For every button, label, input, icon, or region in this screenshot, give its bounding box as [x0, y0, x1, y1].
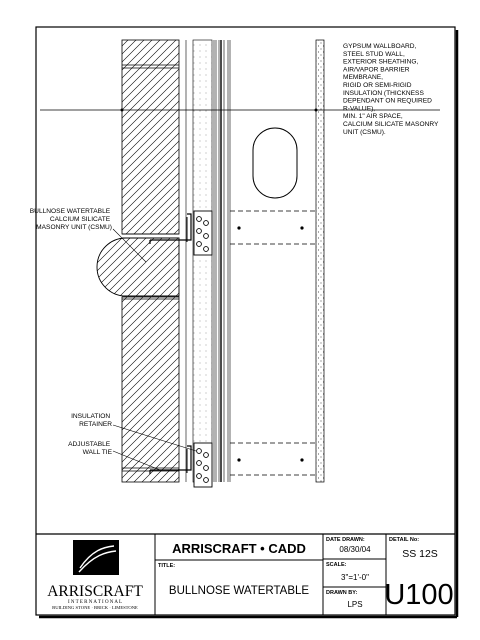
leader-wall-tie: [112, 450, 161, 471]
rigid-insulation: [192, 39, 213, 483]
drawn-by: LPS: [347, 600, 362, 609]
wall-tie-label: ADJUSTABLE WALL TIE: [68, 441, 112, 456]
sheet-border: [35, 26, 456, 616]
screw-symbol: [300, 226, 304, 230]
detail-code: SS 12S: [402, 548, 438, 560]
materials-note: GYPSUM WALLBOARD, STEEL STUD WALL, EXTER…: [343, 43, 440, 136]
drawing-title: BULLNOSE WATERTABLE: [169, 585, 309, 597]
screw-symbol: [237, 458, 241, 462]
detail-number: U100: [384, 579, 453, 611]
title-block: ARRISCRAFT I N T E R N A T I O N A L BUI…: [36, 533, 455, 615]
screw-symbol: [300, 458, 304, 462]
detail-field-label: DETAIL No:: [389, 537, 419, 543]
scale-field-label: SCALE:: [326, 562, 347, 568]
date-field-label: DATE DRAWN:: [326, 537, 365, 543]
adjustable-wall-tie-upper: [149, 210, 213, 256]
logo-products: BUILDING STONE · BRICK · LIMESTONE: [52, 605, 138, 610]
arriscraft-logo: ARRISCRAFT I N T E R N A T I O N A L BUI…: [47, 540, 143, 610]
fastener-zone-lower: [230, 442, 316, 476]
logo-name: ARRISCRAFT: [47, 583, 143, 600]
fastener-zone-upper: [230, 210, 316, 245]
wall-section-detail: [40, 39, 440, 488]
company-name: ARRISCRAFT • CADD: [172, 541, 306, 556]
masonry-unit-lower: [121, 296, 180, 483]
gypsum-wallboard: [315, 39, 325, 483]
reference-dot: [120, 108, 124, 112]
scale-value: 3"=1'-0": [341, 573, 369, 582]
drawn-by-field-label: DRAWN BY:: [326, 590, 358, 596]
screw-symbol: [237, 226, 241, 230]
watertable-label: BULLNOSE WATERTABLE CALCIUM SILICATE MAS…: [30, 208, 112, 231]
insulation-retainer-label: INSULATION RETAINER: [71, 413, 112, 428]
date-drawn: 08/30/04: [339, 545, 371, 554]
leader-watertable: [112, 228, 147, 263]
bullnose-watertable-unit: [96, 237, 180, 297]
logo-swoosh: [79, 545, 115, 569]
adjustable-wall-tie-lower: [149, 442, 213, 488]
masonry-unit-upper: [121, 39, 180, 235]
logo-swoosh: [78, 550, 117, 573]
leader-insulation-retainer: [112, 424, 197, 452]
logo-international: I N T E R N A T I O N A L: [68, 600, 122, 605]
reference-dot: [314, 108, 318, 112]
title-field-label: TITLE:: [158, 563, 175, 569]
stud-knockout: [252, 127, 298, 199]
